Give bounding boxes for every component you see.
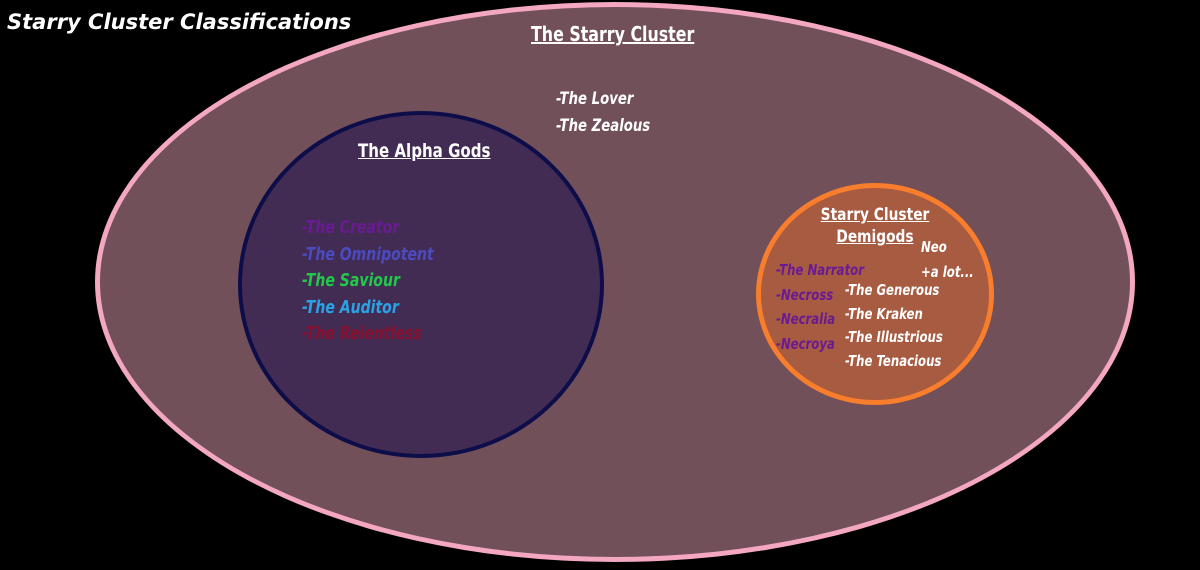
alpha-gods-circle [238,111,604,458]
starry-cluster-members: -The Lover -The Zealous [556,86,677,140]
alpha-gods-members: -The Creator -The Omnipotent -The Saviou… [302,215,471,348]
demigod-member: -Necralia [776,310,836,328]
alpha-member: -The Saviour [302,270,400,291]
alpha-member: -The Omnipotent [302,243,434,265]
demigods-right-members: -The Generous -The Kraken -The Illustrio… [845,279,970,373]
demigods-heading-line2: Demigods [836,227,914,247]
starry-member: -The Zealous [556,116,651,136]
demigods-heading-line1: Starry Cluster [820,205,930,225]
demigod-member: -The Kraken [845,304,923,323]
starry-member: -The Lover [556,89,634,109]
diagram-title: Starry Cluster Classifications [7,10,352,34]
alpha-member: -The Auditor [302,296,399,318]
demigod-member: -The Narrator [776,261,864,279]
demigods-extra-members: Neo +a lot... [921,235,989,285]
demigod-extra: Neo [921,238,947,256]
alpha-gods-heading: The Alpha Gods [358,140,491,162]
demigods-circle [756,183,994,405]
alpha-member: -The Creator [302,217,400,238]
demigods-left-members: -The Narrator -Necross -Necralia -Necroy… [776,258,889,356]
demigods-heading: Starry Cluster Demigods [799,204,952,248]
alpha-member: -The Relentless [302,323,422,344]
demigod-member: -The Generous [845,281,940,299]
demigod-extra: +a lot... [921,263,974,281]
demigod-member: -Necross [776,285,834,304]
demigod-member: -The Illustrious [845,328,943,346]
demigod-member: -Necroya [776,334,835,353]
demigod-member: -The Tenacious [845,351,942,370]
starry-cluster-heading: The Starry Cluster [531,22,695,46]
